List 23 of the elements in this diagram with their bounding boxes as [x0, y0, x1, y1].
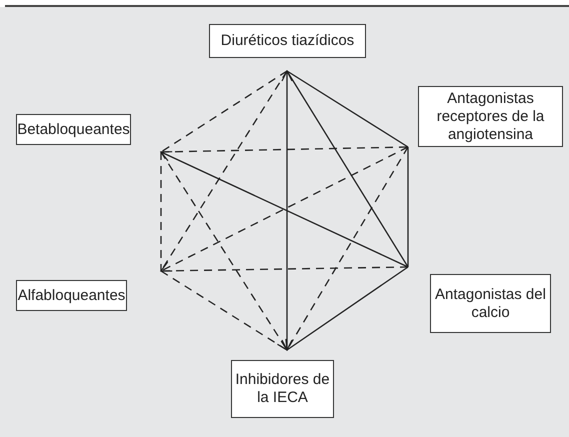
label-box — [430, 274, 551, 333]
node-label: Diuréticos tiazídicos — [220, 32, 354, 50]
connector-line — [286, 266, 408, 351]
node-label: Antagonistas receptores de la angiotensina — [436, 90, 546, 144]
node-label: Alfabloqueantes — [18, 286, 126, 304]
label-box — [418, 86, 563, 147]
connector-line — [160, 146, 408, 153]
label-box — [209, 24, 366, 58]
connector-line — [161, 266, 408, 272]
connector-line — [160, 152, 288, 351]
connector-line — [407, 147, 409, 267]
label-box — [16, 114, 131, 145]
connector-line — [160, 152, 162, 271]
label-box — [16, 280, 127, 311]
node-label: Antagonistas del calcio — [434, 286, 547, 322]
connector-line — [160, 270, 288, 351]
label-box — [231, 360, 334, 418]
node-label: Betabloqueantes — [17, 120, 130, 138]
node-label: Inhibidores de la IECA — [234, 371, 331, 407]
connector-line — [160, 70, 288, 153]
connector-line — [281, 70, 293, 351]
connector-line — [286, 70, 408, 148]
connector-line — [286, 70, 409, 268]
